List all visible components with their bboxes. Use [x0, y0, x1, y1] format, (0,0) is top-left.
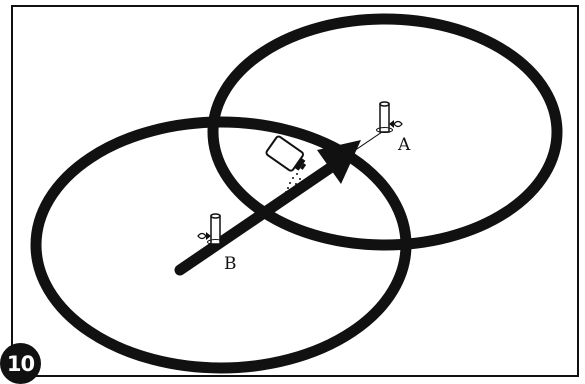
- point-label-b: B: [224, 254, 237, 274]
- arrow-shaft: [174, 162, 336, 276]
- step-number-badge: 10: [0, 343, 41, 384]
- point-label-a: A: [398, 135, 411, 155]
- arrow-icon: [317, 140, 361, 184]
- flag-icon: [197, 232, 211, 240]
- spray-can-icon: [265, 135, 307, 172]
- circle-a: [207, 13, 563, 251]
- spray-mist: [285, 173, 303, 194]
- flag-icon: [389, 120, 403, 128]
- stake-icon: [376, 101, 393, 133]
- circle-b: [30, 116, 412, 374]
- stake-icon: [207, 213, 224, 245]
